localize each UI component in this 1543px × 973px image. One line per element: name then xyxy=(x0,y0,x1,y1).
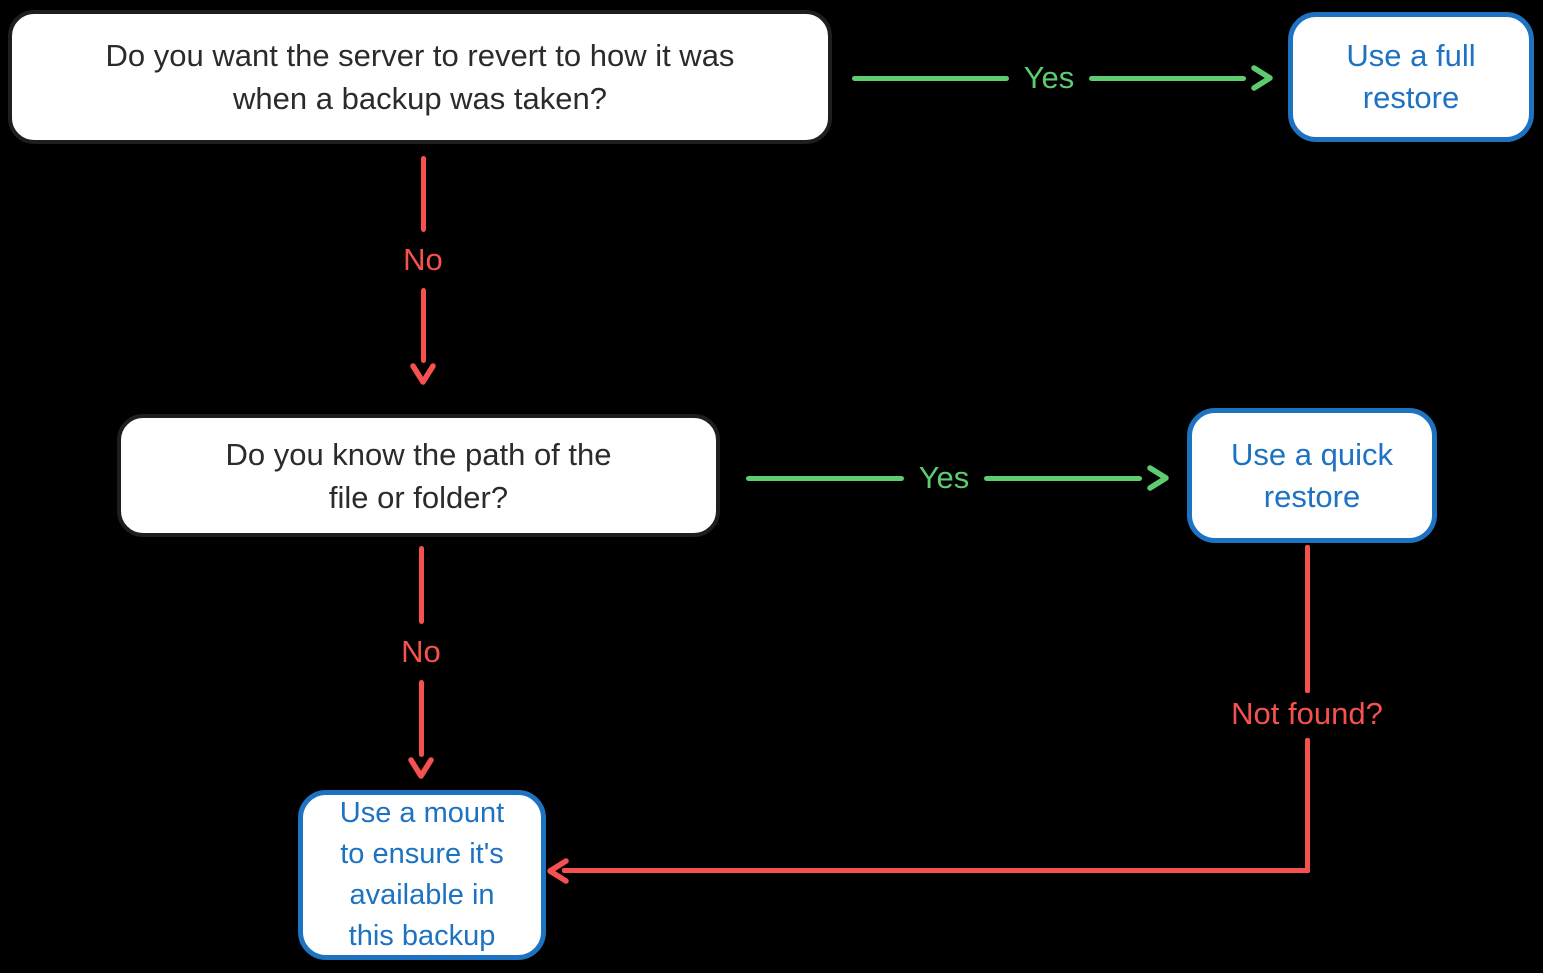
edge-label-not-found: Not found? xyxy=(1231,696,1383,731)
edge-label-yes: Yes xyxy=(918,460,970,495)
arrowhead-right-icon xyxy=(1251,65,1273,91)
node-text-line: Use a mount xyxy=(339,797,505,829)
edge-label-yes: Yes xyxy=(1023,60,1075,95)
node-text-line: this backup xyxy=(348,920,496,952)
node-text-line: to ensure it's xyxy=(340,838,504,870)
edge-line xyxy=(420,156,426,232)
node-text-line: available in xyxy=(349,879,495,911)
edge-line xyxy=(420,287,426,363)
edge-line xyxy=(418,546,424,624)
edge-yes-quick-restore: Yes xyxy=(746,448,1170,508)
edge-label-no: No xyxy=(403,241,443,277)
node-quick-restore: Use a quick restore xyxy=(1187,408,1437,543)
edge-line xyxy=(852,75,1009,81)
node-mount: Use a mount to ensure it's available in … xyxy=(298,790,546,960)
arrowhead-left-icon xyxy=(547,858,569,884)
node-question-path: Do you know the path of the file or fold… xyxy=(117,414,720,537)
node-text-line: file or folder? xyxy=(328,479,509,515)
edge-label-no: No xyxy=(401,633,441,669)
node-text-line: Use a full xyxy=(1346,38,1476,73)
edge-line xyxy=(746,475,904,481)
edge-not-found-line-horizontal xyxy=(562,868,1310,873)
edge-line xyxy=(984,475,1143,481)
edge-no-mount: No xyxy=(391,546,451,780)
arrowhead-down-icon xyxy=(410,363,436,385)
node-text-line: restore xyxy=(1263,478,1361,514)
arrowhead-right-icon xyxy=(1147,465,1169,491)
node-full-restore: Use a full restore xyxy=(1288,12,1534,142)
edge-line xyxy=(418,679,424,757)
arrowhead-down-icon xyxy=(408,757,434,779)
edge-no-path-question: No xyxy=(393,156,453,386)
node-text-line: restore xyxy=(1362,80,1460,115)
node-text-line: Do you want the server to revert to how … xyxy=(105,38,735,73)
node-text-line: Use a quick xyxy=(1231,436,1393,472)
node-text-line: Do you know the path of the xyxy=(225,436,612,472)
edge-line xyxy=(1089,75,1247,81)
edge-not-found-line-upper xyxy=(1305,545,1310,693)
edge-yes-full-restore: Yes xyxy=(852,48,1274,108)
edge-not-found-line-lower xyxy=(1305,738,1310,873)
node-text-line: when a backup was taken? xyxy=(233,81,607,116)
node-question-revert: Do you want the server to revert to how … xyxy=(8,10,832,144)
